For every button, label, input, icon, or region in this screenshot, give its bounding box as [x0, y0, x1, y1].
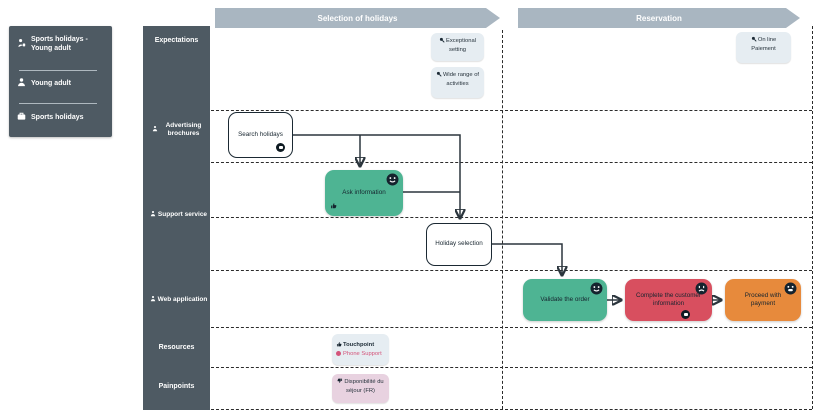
legend-divider	[19, 103, 97, 104]
grid-line-h5	[211, 327, 812, 328]
task-label: Ask information	[342, 188, 386, 196]
emotion-surprised-icon	[784, 282, 797, 295]
legend-item-label: Young adult	[31, 79, 71, 87]
resources-touchpoint-card[interactable]: Touchpoint Phone Support	[332, 334, 389, 365]
note-badge-icon[interactable]	[276, 143, 285, 152]
task-proceed-with-payment[interactable]: Proceed with payment	[725, 279, 801, 321]
legend-item-product[interactable]: Sports holidays	[17, 111, 108, 125]
row-header-column: Expectations Advertising brochures Suppo…	[143, 26, 210, 410]
task-label: Proceed with payment	[744, 291, 782, 308]
task-search-holidays[interactable]: Search holidays	[228, 112, 293, 158]
emotion-happy-icon	[590, 282, 603, 295]
task-ask-information[interactable]: Ask information	[325, 170, 403, 216]
legend-item-label: Sports holidays - Young adult	[31, 36, 88, 52]
painpoint-icon	[337, 378, 343, 388]
emotion-unhappy-icon	[695, 282, 708, 295]
row-label-support-service: Support service	[143, 210, 214, 220]
expectation-card-online-paiement[interactable]: On line Paiement	[736, 32, 791, 63]
grid-line-v-right	[812, 26, 813, 409]
channel-person-icon	[150, 210, 156, 220]
touchpoint-icon	[330, 202, 337, 213]
task-label: Complete the customer information	[635, 291, 702, 308]
row-label-web-application: Web application	[143, 295, 214, 305]
grid-line-h3	[211, 217, 812, 218]
grid-line-h6	[211, 367, 812, 368]
phase-label: Reservation	[636, 13, 682, 23]
channel-person-icon	[152, 125, 158, 135]
expectation-text: Exceptional setting	[446, 38, 476, 53]
briefcase-icon	[17, 111, 26, 125]
touchpoint-legend: Touchpoint	[336, 341, 374, 351]
phone-support-legend: Phone Support	[336, 350, 382, 359]
task-complete-customer-information[interactable]: Complete the customer information	[625, 279, 712, 321]
phase-arrow-selection[interactable]: Selection of holidays	[215, 8, 500, 28]
grid-line-h2	[211, 162, 812, 163]
task-label: Search holidays	[238, 130, 283, 138]
phase-arrow-reservation[interactable]: Reservation	[518, 8, 800, 28]
connector-search-to-holiday[interactable]	[293, 134, 460, 217]
expectation-icon	[439, 37, 445, 47]
row-label-painpoints: Painpoints	[158, 383, 195, 390]
task-label: Holiday selection	[435, 240, 483, 248]
legend-item-journey[interactable]: Sports holidays - Young adult	[17, 36, 108, 54]
expectation-icon	[751, 36, 757, 46]
task-validate-order[interactable]: Validate the order	[523, 279, 607, 321]
expectation-card-wide-range[interactable]: Wide range of activities	[431, 67, 484, 98]
grid-line-v-phase	[502, 30, 503, 409]
persona-legend-panel[interactable]: Sports holidays - Young adult Young adul…	[9, 26, 112, 137]
expectation-card-exceptional-setting[interactable]: Exceptional setting	[431, 33, 484, 61]
phase-label: Selection of holidays	[317, 13, 398, 23]
connector-holiday-to-validate[interactable]	[492, 243, 562, 274]
emotion-happy-icon	[386, 173, 399, 186]
touchpoint-icon	[336, 341, 342, 351]
task-holiday-selection[interactable]: Holiday selection	[426, 223, 492, 266]
legend-item-label: Sports holidays	[31, 113, 84, 121]
phone-touchpoint-dot	[336, 350, 341, 356]
expectation-icon	[436, 71, 442, 81]
row-label-resources: Resources	[158, 344, 195, 351]
grid-line-h4	[211, 270, 812, 271]
person-icon	[17, 77, 26, 91]
expectation-text: On line Paiement	[751, 37, 777, 52]
row-label-advertising-brochures: Advertising brochures	[143, 122, 216, 139]
task-label: Validate the order	[540, 295, 590, 303]
legend-divider	[19, 70, 97, 71]
expectation-text: Wide range of activities	[442, 72, 480, 87]
painpoint-card-availability[interactable]: Disponibilité du séjour (FR)	[332, 374, 389, 403]
grid-line-h7	[211, 409, 812, 410]
channel-person-icon	[150, 295, 156, 305]
note-badge-icon[interactable]	[681, 310, 690, 319]
persona-journey-icon	[17, 38, 26, 52]
row-label-expectations: Expectations	[154, 37, 199, 44]
painpoint-text: Disponibilité du séjour (FR)	[344, 379, 384, 394]
legend-item-persona[interactable]: Young adult	[17, 77, 108, 91]
grid-line-h1	[211, 110, 812, 111]
